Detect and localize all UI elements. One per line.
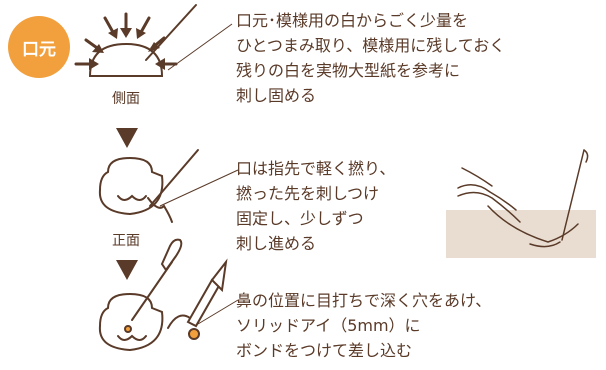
step-3-text: 鼻の位置に目打ちで深く穴をあけ、 ソリッドアイ（5mm）に ボンドをつけて差し込… [236,288,491,363]
step-3-line: 鼻の位置に目打ちで深く穴をあけ、 [236,291,492,310]
step-1-line: 残りの白を実物大型紙を参考に [236,61,461,80]
step-2-line: 固定し、少しずつ [236,209,364,228]
step-3-line: ボンドをつけて差し込む [236,341,413,360]
step-arrow-2 [116,260,138,280]
felting-closeup-icon [446,149,596,258]
pressure-arrows-icon [74,12,178,70]
step-2-line: 口は指先で軽く撚り、 [236,159,396,178]
front-view-label: 正面 [112,233,140,249]
step-1-line: 刺し固める [236,86,317,105]
step-2-line: 刺し進める [236,234,317,253]
side-view-dome-icon [88,4,197,77]
step-arrow-1 [116,128,138,148]
step-2-text: 口は指先で軽く撚り、 撚った先を刺しつけ 固定し、少しずつ 刺し進める [236,156,395,256]
step-1-line: ひとつまみ取り、模様用に残しておく [236,36,506,55]
step-1-text: 口元･模様用の白からごく少量を ひとつまみ取り、模様用に残しておく 残りの白を実… [236,8,505,108]
mouth-badge: 口元 [8,16,70,78]
step-2-line: 撚った先を刺しつけ [236,184,380,203]
front-view-eye-insertion-icon [98,238,228,352]
step-1-line: 口元･模様用の白からごく少量を [236,11,469,30]
side-view-label: 側面 [112,91,140,107]
front-view-face-icon [98,149,199,223]
step-3-line: ソリッドアイ（5mm）に [236,316,421,335]
